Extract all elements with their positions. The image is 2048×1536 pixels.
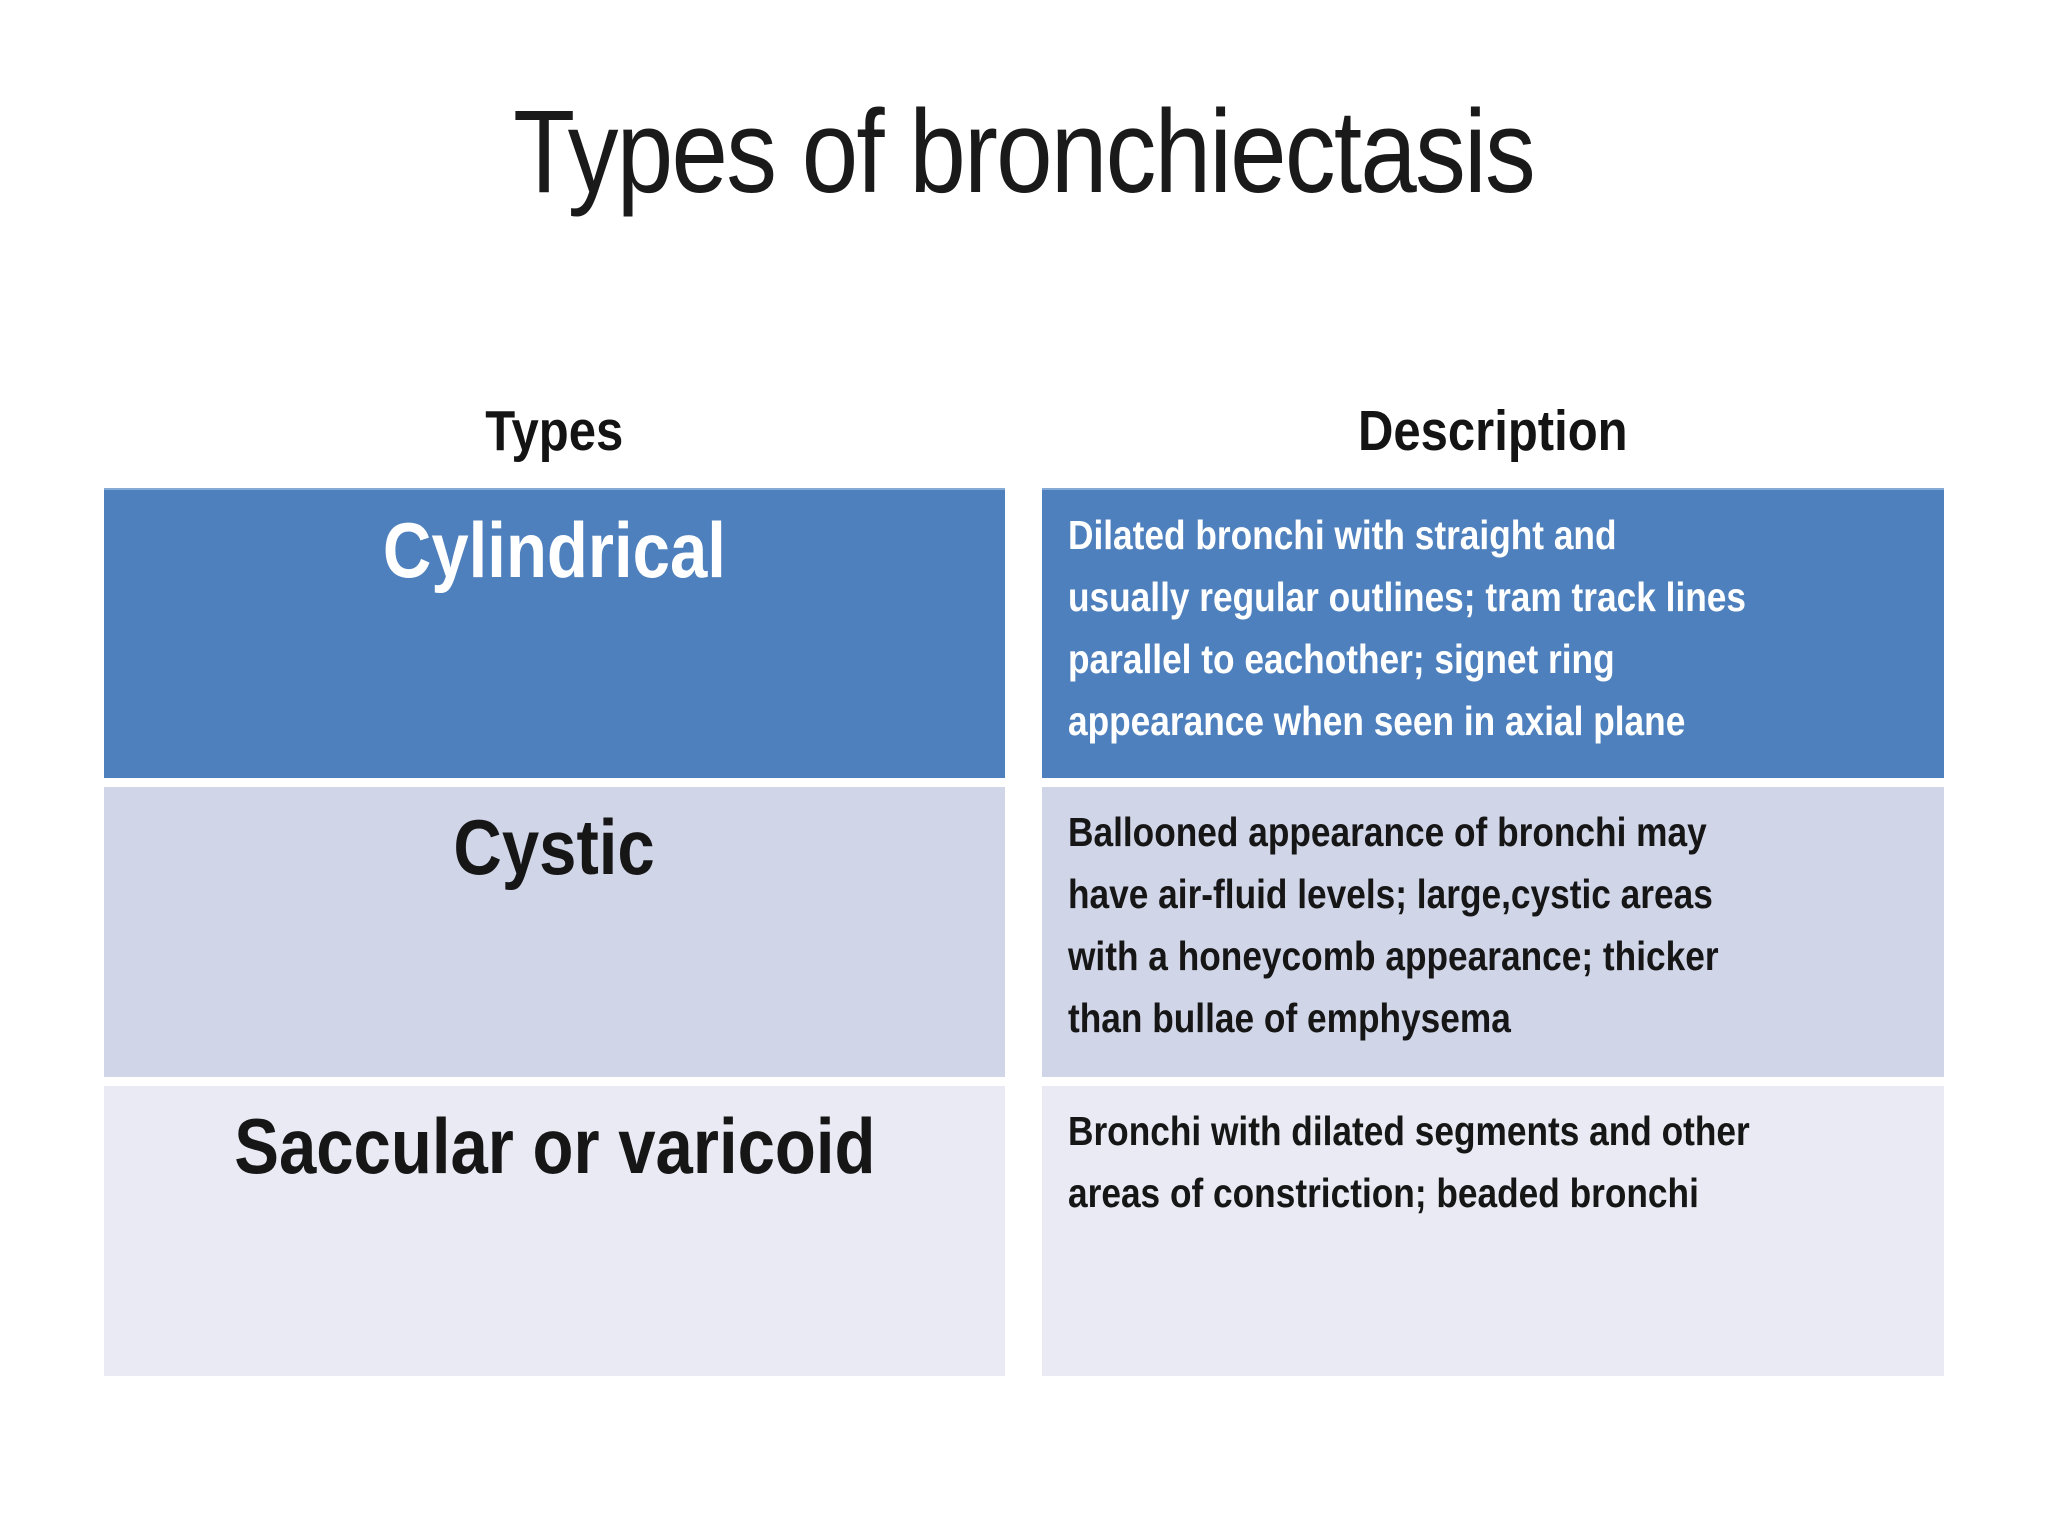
type-cell-cystic: Cystic [104,787,1005,1077]
description-cell-cystic: Ballooned appearance of bronchi may have… [1042,787,1944,1077]
column-header-types: Types [485,399,624,463]
description-cell-cylindrical: Dilated bronchi with straight and usuall… [1042,488,1944,778]
type-cell-saccular-or-varicoid: Saccular or varicoid [104,1086,1005,1376]
page-title-text: Types of bronchiectasis [513,86,1537,218]
page-title: Types of bronchiectasis [0,84,2048,220]
bronchiectasis-types-table: Cylindrical Dilated bronchi with straigh… [104,488,1944,1376]
table-column-headers: Types Description [104,398,1944,464]
description-cell-saccular-or-varicoid: Bronchi with dilated segments and other … [1042,1086,1944,1376]
type-cell-cylindrical: Cylindrical [104,488,1005,778]
column-header-description: Description [1358,399,1628,463]
